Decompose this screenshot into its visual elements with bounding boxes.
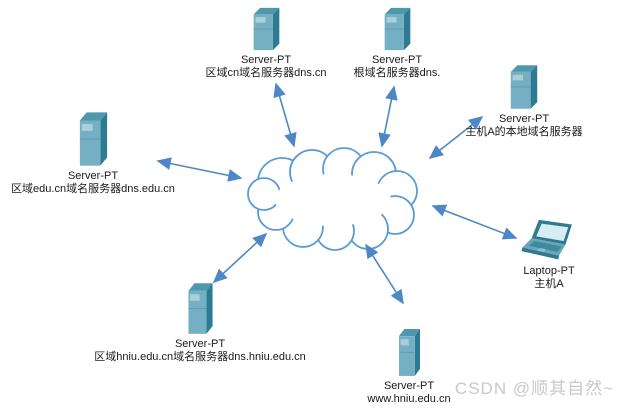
device-dns-root[interactable]: Server-PT 根域名服务器dns.: [307, 6, 487, 80]
link-cloud-dns-local[interactable]: [428, 116, 484, 159]
device-dns-cn[interactable]: Server-PT 区域cn域名服务器dns.cn: [156, 6, 376, 80]
device-dns-edu-cn[interactable]: Server-PT 区域edu.cn域名服务器dns.edu.cn: [0, 110, 193, 196]
internet-cloud[interactable]: [247, 147, 418, 251]
device-label: www.hniu.edu.cn: [367, 393, 451, 405]
link-cloud-www-server[interactable]: [365, 243, 404, 305]
device-model: Server-PT: [371, 54, 423, 66]
device-model: Server-PT: [67, 170, 119, 182]
device-dns-hniu[interactable]: Server-PT 区域hniu.edu.cn域名服务器dns.hniu.edu…: [80, 281, 320, 364]
device-label: 区域cn域名服务器dns.cn: [205, 67, 327, 79]
csdn-watermark: CSDN @顺其自然~: [454, 379, 614, 398]
server-icon[interactable]: [381, 6, 414, 52]
link-cloud-dns-cn[interactable]: [273, 82, 297, 148]
server-icon[interactable]: [250, 6, 283, 52]
device-label: 主机A的本地域名服务器: [465, 126, 583, 138]
device-label: 区域edu.cn域名服务器dns.edu.cn: [11, 183, 175, 195]
link-cloud-dns-hniu[interactable]: [212, 232, 268, 284]
device-label: 主机A: [534, 278, 564, 290]
device-www-server[interactable]: Server-PT www.hniu.edu.cn: [339, 327, 479, 406]
device-model: Server-PT: [240, 54, 292, 66]
server-icon[interactable]: [396, 327, 423, 378]
device-model: Server-PT: [498, 113, 550, 125]
link-cloud-laptop[interactable]: [431, 204, 518, 240]
device-laptop[interactable]: Laptop-PT 主机A: [489, 219, 609, 291]
device-dns-local[interactable]: Server-PT 主机A的本地域名服务器: [434, 63, 614, 139]
device-label: 根域名服务器dns.: [353, 67, 441, 79]
device-model: Laptop-PT: [523, 265, 575, 277]
device-model: Server-PT: [174, 338, 226, 350]
laptop-icon[interactable]: [519, 219, 579, 263]
link-cloud-dns-root[interactable]: [378, 85, 398, 148]
link-cloud-dns-edu-cn[interactable]: [156, 157, 243, 182]
server-icon[interactable]: [76, 110, 111, 168]
server-icon[interactable]: [507, 63, 541, 111]
device-model: Server-PT: [383, 380, 435, 392]
device-label: 区域hniu.edu.cn域名服务器dns.hniu.edu.cn: [94, 351, 306, 363]
server-icon[interactable]: [185, 281, 216, 336]
